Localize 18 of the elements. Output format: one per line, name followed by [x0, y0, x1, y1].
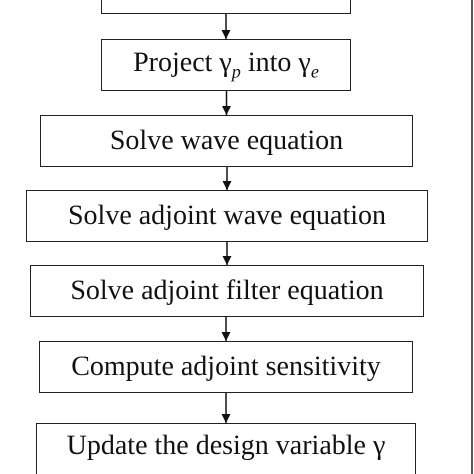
arrow: [222, 242, 232, 265]
step-text: Solve adjoint filter equation: [70, 275, 384, 307]
process-box: [101, 39, 351, 91]
arrow: [222, 14, 230, 39]
process-box: [36, 423, 416, 474]
process-box: [30, 265, 424, 317]
step-text: Solve wave equation: [110, 125, 344, 157]
step-text: Solve adjoint wave equation: [68, 200, 386, 232]
step-text: Project γ$_{p}$ into γ$_{e}$: [133, 47, 319, 83]
arrow: [222, 167, 232, 190]
arrow: [222, 91, 231, 115]
process-box: [39, 341, 413, 393]
arrow: [222, 393, 230, 423]
process-box: [40, 115, 413, 167]
arrow: [222, 317, 230, 341]
process-box: [26, 190, 428, 242]
step-text: Compute adjoint sensitivity: [71, 351, 381, 383]
step-text: Update the design variable γ: [66, 430, 386, 462]
